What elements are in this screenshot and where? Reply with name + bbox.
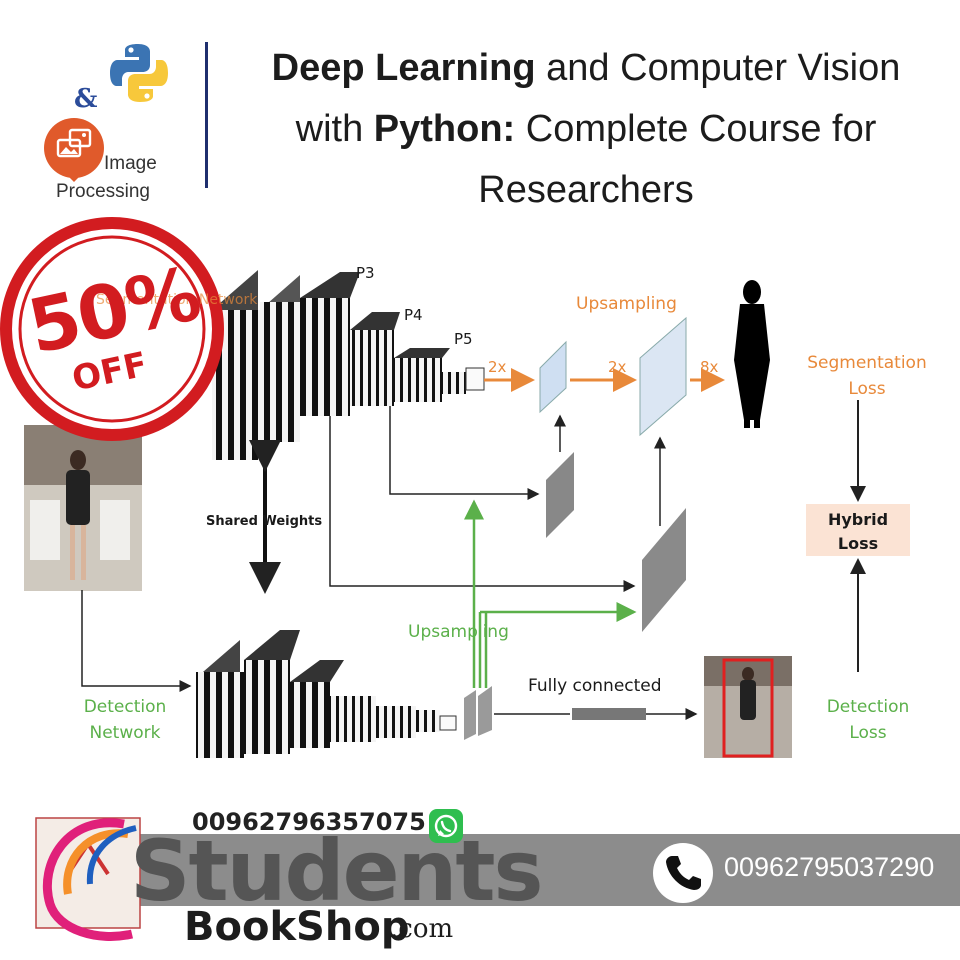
segmentation-loss-line: Loss	[848, 379, 886, 399]
detection-output-photo	[704, 656, 792, 758]
label-upsampling-bottom: Upsampling	[408, 622, 509, 642]
shared-weights-label: Shared Weights	[206, 514, 323, 529]
phone-number[interactable]: 00962795037290	[724, 852, 935, 882]
discount-stamp	[0, 217, 224, 441]
image-processing-label: Processing	[56, 181, 150, 202]
detection-network-line: Network	[89, 723, 161, 743]
brand-tld: .com	[390, 914, 454, 944]
detection-loss-line: Loss	[849, 723, 887, 743]
upsample-map-2	[639, 316, 687, 437]
hybrid-loss-box	[806, 504, 910, 556]
detection-network-line: Detection	[83, 697, 167, 717]
title-bold-python: Python:	[373, 108, 516, 150]
detection-loss-label: Detection Loss	[808, 694, 928, 746]
title-text: with	[295, 108, 374, 150]
label-2x-first: 2x	[488, 358, 507, 376]
ampersand: &	[74, 84, 98, 114]
lateral-map-p4	[546, 452, 574, 538]
detection-backbone	[196, 630, 457, 758]
title-divider	[205, 42, 208, 188]
hybrid-loss-line: Loss	[837, 534, 879, 553]
detection-network-label: Detection Network	[70, 694, 180, 746]
fully-connected-label: Fully connected	[528, 676, 662, 696]
label-2x-second: 2x	[608, 358, 627, 376]
segmentation-network-label: Segmentation Network	[96, 292, 258, 308]
python-logo	[110, 44, 168, 102]
title-line-1: Deep Learning and Computer Vision	[212, 38, 960, 99]
lateral-map-p3	[642, 508, 686, 632]
label-p3: P3	[356, 264, 375, 282]
segmentation-loss-label: Segmentation Loss	[800, 350, 934, 402]
whatsapp-number[interactable]: 00962796357075	[192, 808, 426, 836]
brand-bookshop: BookShop	[184, 904, 410, 950]
segmentation-backbone	[212, 270, 485, 460]
label-p5: P5	[454, 330, 473, 348]
title-line-2: with Python: Complete Course for	[212, 99, 960, 160]
phone-icon[interactable]	[652, 842, 714, 904]
detection-loss-line: Detection	[826, 697, 910, 717]
hybrid-loss-label: Hybrid Loss	[806, 508, 910, 556]
upsample-map-1	[539, 340, 567, 414]
title-text: Complete Course for	[515, 108, 877, 150]
label-p4: P4	[404, 306, 423, 324]
title-bold-deep-learning: Deep Learning	[271, 47, 536, 89]
whatsapp-icon[interactable]	[428, 808, 464, 844]
course-title: Deep Learning and Computer Vision with P…	[212, 38, 960, 221]
title-text: and Computer Vision	[535, 47, 901, 89]
segmentation-loss-line: Segmentation	[807, 353, 927, 373]
students-bookshop-logo	[35, 817, 141, 941]
image-processing-logo	[44, 118, 104, 182]
image-processing-label: Image	[104, 153, 157, 174]
hybrid-loss-line: Hybrid	[827, 510, 889, 529]
label-upsampling-top: Upsampling	[576, 294, 677, 314]
input-photo	[24, 425, 142, 591]
title-line-3: Researchers	[212, 160, 960, 221]
label-8x: 8x	[700, 358, 719, 376]
title-text: Researchers	[478, 169, 694, 211]
architecture-diagram	[24, 270, 910, 758]
footer-bar	[140, 834, 960, 906]
brand-students: Students	[130, 822, 544, 920]
segmentation-silhouette	[734, 280, 770, 428]
fully-connected-layer	[572, 708, 646, 720]
